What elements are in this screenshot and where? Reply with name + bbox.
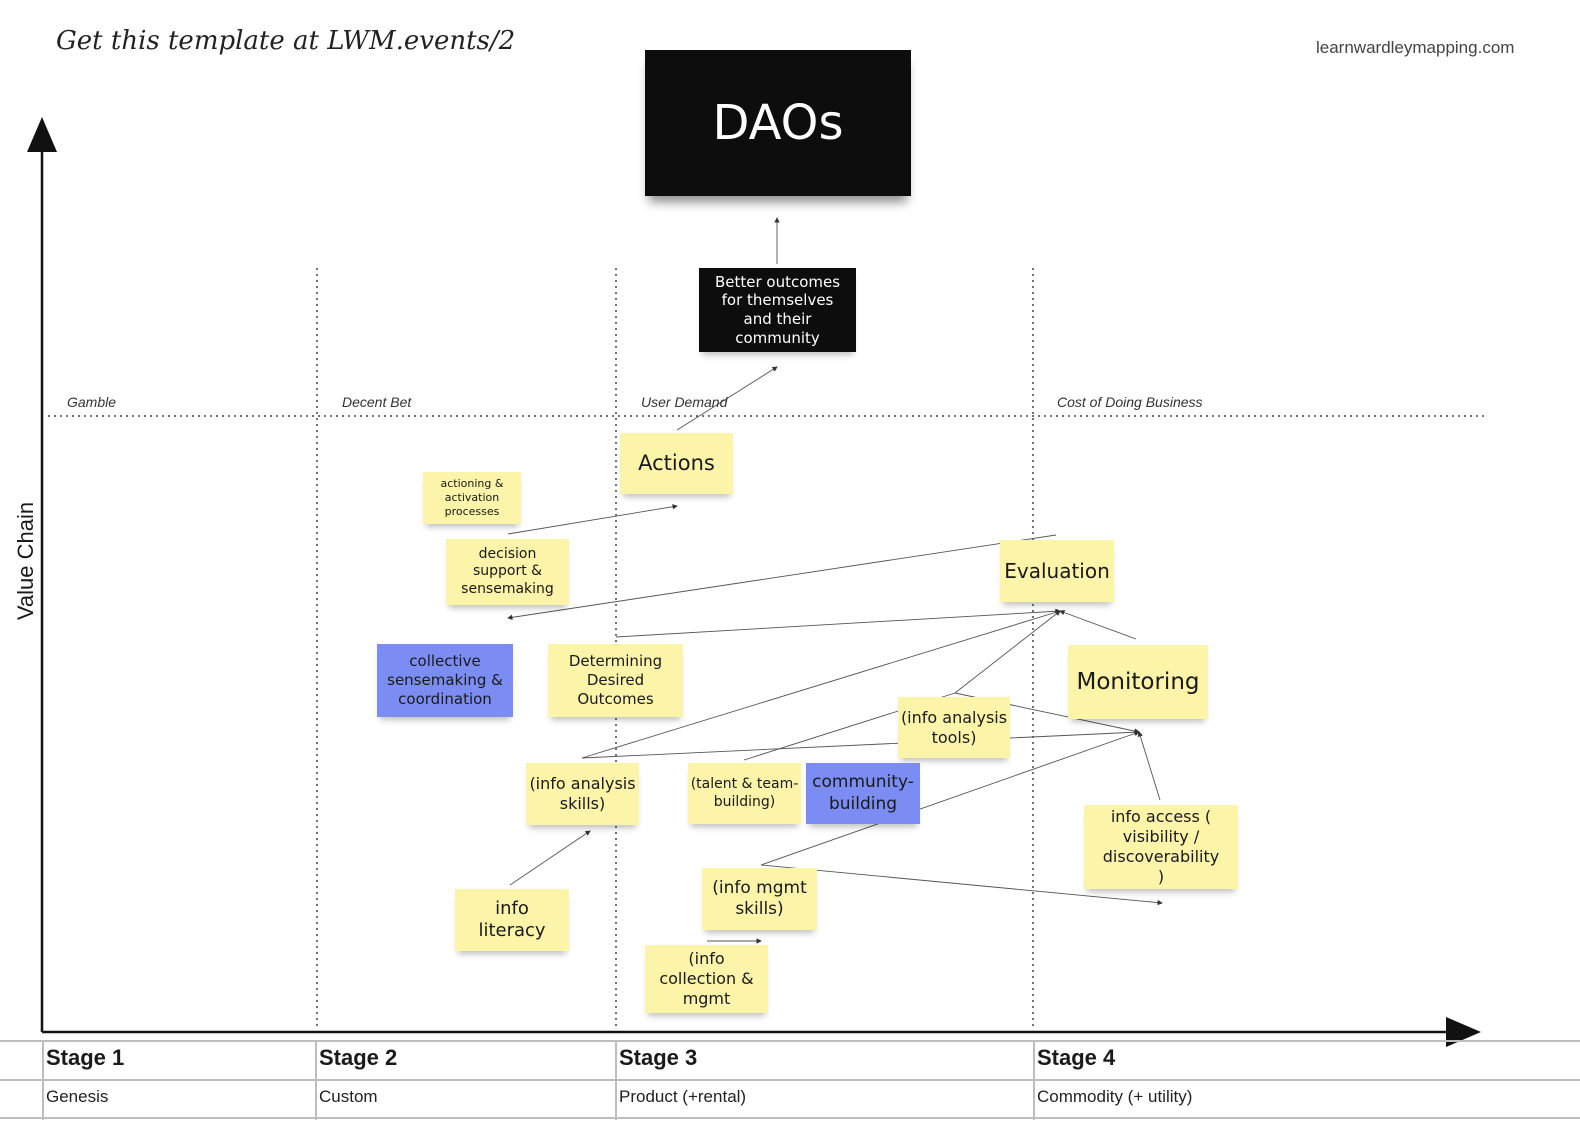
note-info-literacy[interactable]: info literacy [455,889,569,951]
stage-1-subtitle: Genesis [46,1087,109,1106]
link-tools-evaluation [954,610,1061,694]
note-talent-team-building[interactable]: (talent & team-building) [688,763,801,824]
stage-table-top-border [0,1040,1580,1042]
link-decision-actions [507,504,678,535]
note-decision-support[interactable]: decision support & sensemaking [446,539,569,605]
link-actions-better [676,366,778,431]
map-title: DAOs [645,50,911,196]
link-access-monitoring [1137,731,1161,801]
stage-table-bottom-border [0,1117,1580,1119]
note-determining-outcomes[interactable]: Determining Desired Outcomes [548,644,683,717]
template-note: Get this template at LWM.events/2 [56,26,516,56]
link-literacy-skills [509,830,591,886]
zone-label-cost-of-doing-business: Cost of Doing Business [1057,394,1203,410]
stage-4-subtitle: Commodity (+ utility) [1037,1087,1193,1106]
stage-3-subtitle: Product (+rental) [619,1087,747,1106]
stage-table-divider [42,1040,44,1120]
note-community-building[interactable]: community-building [806,763,920,824]
link-monitoring-evaluation [1059,610,1137,640]
stage-table-divider [1033,1040,1035,1120]
stage-table-divider [615,1040,617,1120]
zone-label-gamble: Gamble [67,394,117,410]
stage-3-title: Stage 3 [619,1045,698,1070]
link-mgmt-monitoring [760,730,1140,866]
note-info-analysis-tools[interactable]: (info analysis tools) [898,697,1010,758]
stage-table-mid-border [0,1079,1580,1081]
note-monitoring[interactable]: Monitoring [1068,645,1208,719]
note-better-outcomes[interactable]: Better outcomes for themselves and their… [699,268,856,352]
zone-label-user-demand: User Demand [641,394,728,410]
link-skills-evaluation [581,609,1061,759]
stage-4-title: Stage 4 [1037,1045,1116,1070]
note-actions[interactable]: Actions [620,433,733,494]
stage-table-divider [315,1040,317,1120]
note-info-collection[interactable]: (info collection & mgmt [645,945,768,1013]
note-evaluation[interactable]: Evaluation [1000,540,1114,602]
note-collective-sensemaking[interactable]: collective sensemaking & coordination [377,644,513,717]
link-determining-evaluation [615,608,1061,638]
link-mgmt-access [760,864,1163,906]
note-info-mgmt-skills[interactable]: (info mgmt skills) [702,868,817,930]
note-actioning-activation[interactable]: actioning & activation processes [423,472,521,524]
note-info-analysis-skills[interactable]: (info analysis skills) [526,763,639,825]
note-info-access[interactable]: info access ( visibility / discoverabili… [1084,805,1238,889]
zone-label-decent-bet: Decent Bet [342,394,412,410]
link-evaluation-decision [507,534,1057,620]
stage-2-title: Stage 2 [319,1045,398,1070]
link-skills-monitoring [581,729,1140,759]
stage-2-subtitle: Custom [319,1087,378,1106]
site-url[interactable]: learnwardleymapping.com [1316,38,1515,57]
stage-1-title: Stage 1 [46,1045,125,1070]
